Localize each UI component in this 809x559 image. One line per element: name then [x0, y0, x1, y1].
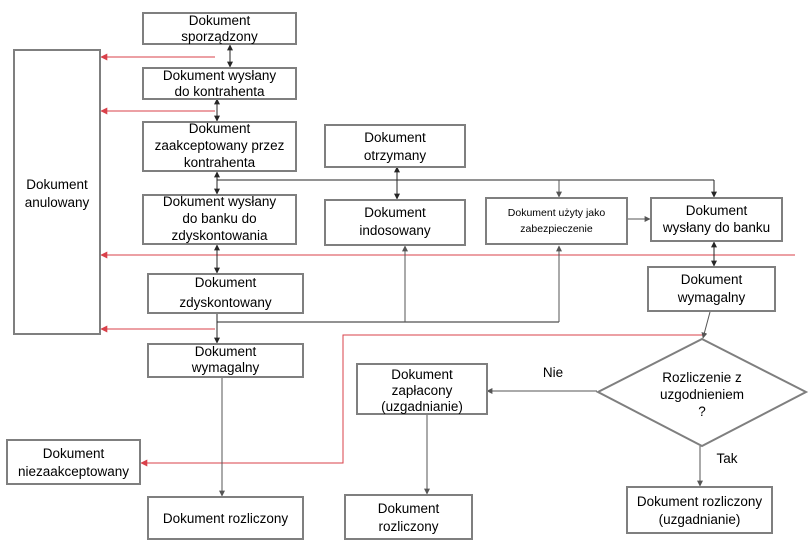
svg-text:Dokument rozliczony: Dokument rozliczony — [163, 511, 289, 526]
svg-text:Dokument rozliczony(uzgadniani: Dokument rozliczony(uzgadnianie) — [637, 494, 763, 527]
flow-lines — [214, 44, 717, 497]
edge-label-no: Nie — [543, 365, 563, 380]
node-rozliczony-left: Dokument rozliczony — [147, 496, 304, 540]
node-rozliczony-right: Dokument rozliczony(uzgadnianie) — [626, 486, 773, 534]
edge-label-yes: Tak — [716, 451, 737, 466]
